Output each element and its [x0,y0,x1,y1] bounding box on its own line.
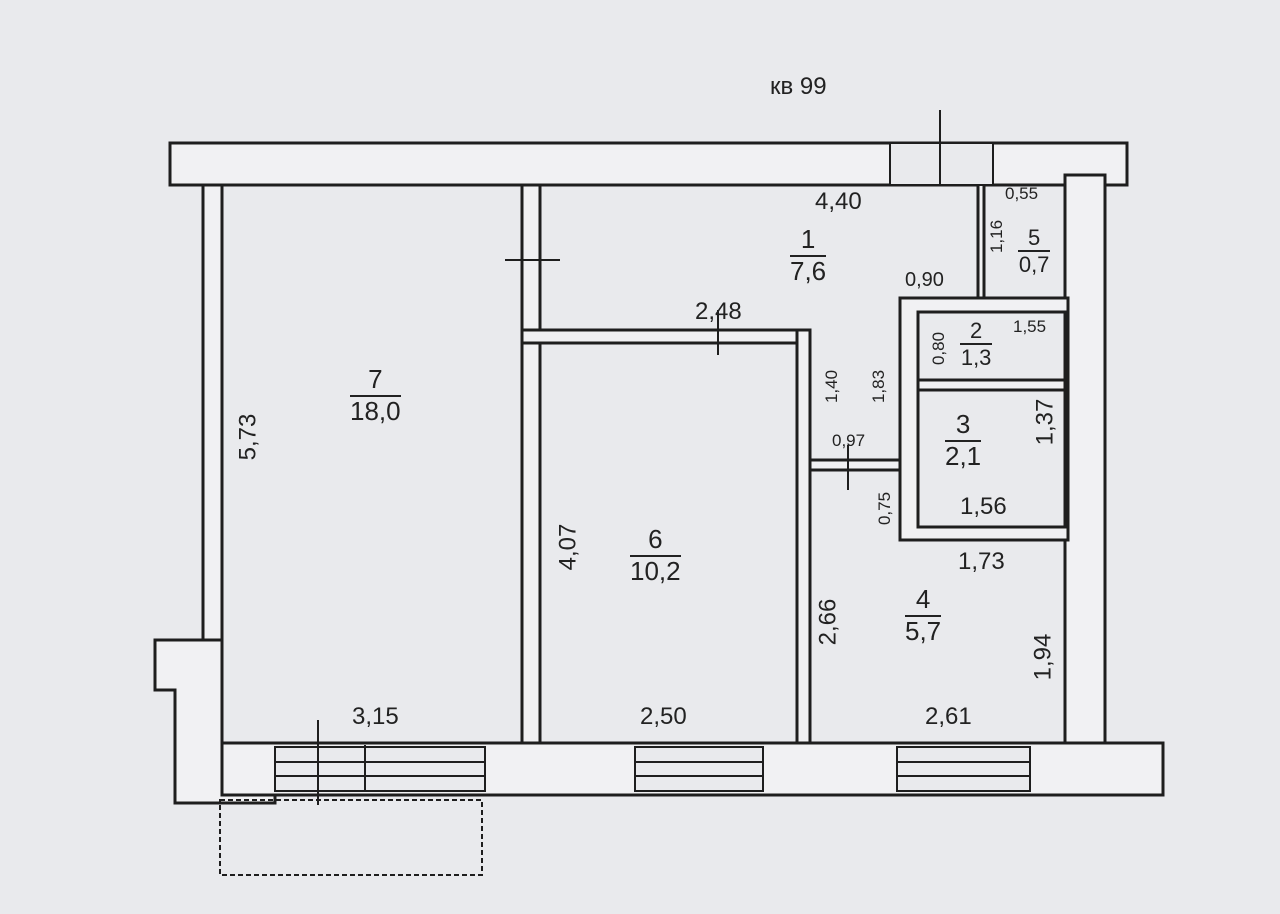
dim-label: 1,37 [1031,398,1059,446]
dim-label: 1,55 [1013,317,1047,336]
room-area: 7,6 [790,255,827,286]
room-number: 5 [1018,225,1051,253]
stub-wall [808,458,902,472]
closet-wall [976,173,986,300]
dim-label: 4,40 [815,188,862,215]
room6-right-wall [795,328,812,745]
dim-label: 0,80 [929,331,949,366]
dim-label: 1,83 [869,369,889,404]
apartment-title: кв 99 [770,73,827,100]
dim-label: 1,16 [987,219,1007,254]
partition-7-6 [520,183,542,745]
right-wall [1063,173,1107,745]
dim-label: 4,07 [554,523,582,571]
room-number: 2 [960,318,993,346]
dim-label: 5,73 [234,413,262,461]
room-area: 0,7 [1018,252,1050,278]
dim-label: 2,66 [814,598,842,646]
room-area: 5,7 [905,615,942,646]
room-area: 2,1 [945,440,982,471]
room-number: 1 [790,224,827,257]
dim-label: 2,48 [695,298,742,325]
dim-label: 0,75 [875,491,895,526]
dim-label: 3,15 [352,703,399,730]
room-number: 3 [945,409,982,442]
dim-label: 0,90 [905,269,944,291]
room-area: 10,2 [630,555,681,586]
room6-top-wall [520,328,812,345]
bath-block-inner [916,310,1067,529]
dim-label: 0,55 [1005,184,1039,203]
dim-label: 2,50 [640,703,687,730]
room-number: 4 [905,584,942,617]
divider-2-3 [916,378,1067,392]
room-number: 6 [630,524,681,557]
dim-label: 2,61 [925,703,972,730]
window-1 [274,746,486,792]
dim-label: 1,94 [1029,633,1057,681]
room-area: 18,0 [350,395,401,426]
window-3 [896,746,1031,792]
dim-label: 1,73 [958,548,1005,575]
dim-label: 0,97 [832,431,866,450]
top-wall-opening [889,142,994,186]
balcony-outline [219,799,483,876]
room-number: 7 [350,364,401,397]
window-2 [634,746,764,792]
dim-label: 1,56 [960,493,1007,520]
dim-label: 1,40 [822,369,842,404]
room-area: 1,3 [960,345,992,371]
